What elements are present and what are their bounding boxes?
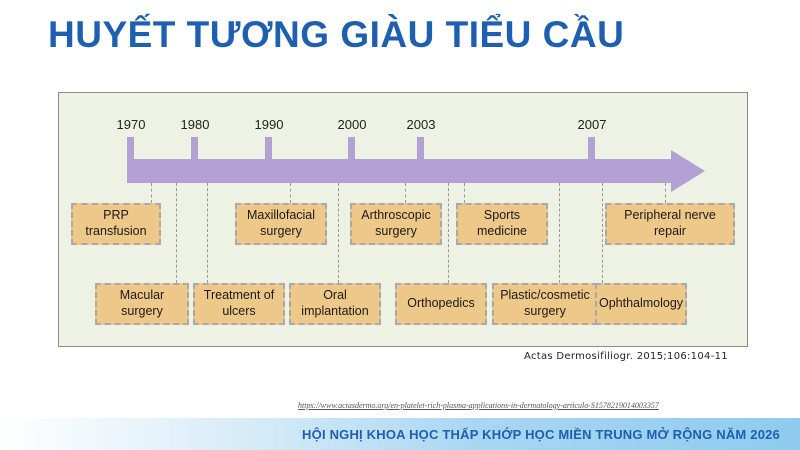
- figure-citation: Actas Dermosifiliogr. 2015;106:104-11: [524, 351, 728, 362]
- year-tick: [127, 137, 134, 161]
- connector: [464, 183, 465, 203]
- year-label: 1980: [180, 117, 210, 132]
- year-tick: [348, 137, 355, 161]
- event-prp-transfusion: PRP transfusion: [71, 203, 161, 245]
- connector: [559, 183, 560, 283]
- year-tick: [417, 137, 424, 161]
- event-arthroscopic-surgery: Arthroscopic surgery: [350, 203, 442, 245]
- event-maxillofacial-surgery: Maxillofacial surgery: [235, 203, 327, 245]
- event-treatment-of-ulcers: Treatment of ulcers: [193, 283, 285, 325]
- connector: [207, 183, 208, 283]
- event-orthopedics: Orthopedics: [395, 283, 487, 325]
- year-tick: [191, 137, 198, 161]
- timeline-arrow-shaft: [127, 159, 675, 183]
- connector: [176, 183, 177, 283]
- year-label: 2003: [406, 117, 436, 132]
- footer-banner: HỘI NGHỊ KHOA HỌC THẤP KHỚP HỌC MIỀN TRU…: [0, 418, 800, 450]
- connector: [665, 183, 666, 203]
- timeline-diagram: 1970 1980 1990 2000 2003 2007 PRP transf…: [58, 92, 748, 347]
- connector: [338, 183, 339, 283]
- event-oral-implantation: Oral implantation: [289, 283, 381, 325]
- timeline-arrowhead: [671, 150, 705, 192]
- year-tick: [265, 137, 272, 161]
- connector: [448, 183, 449, 283]
- event-peripheral-nerve-repair: Peripheral nerve repair: [605, 203, 735, 245]
- connector: [602, 183, 603, 283]
- year-label: 1990: [254, 117, 284, 132]
- event-plastic-cosmetic-surgery: Plastic/cosmetic surgery: [492, 283, 598, 325]
- event-macular-surgery: Macular surgery: [95, 283, 189, 325]
- year-tick: [588, 137, 595, 161]
- year-label: 1970: [116, 117, 146, 132]
- connector: [290, 183, 291, 203]
- footer-text: HỘI NGHỊ KHOA HỌC THẤP KHỚP HỌC MIỀN TRU…: [302, 427, 780, 442]
- year-label: 2007: [577, 117, 607, 132]
- slide-title: HUYẾT TƯƠNG GIÀU TIỂU CẦU: [48, 14, 625, 55]
- connector: [151, 183, 152, 203]
- event-sports-medicine: Sports medicine: [456, 203, 548, 245]
- connector: [405, 183, 406, 203]
- event-ophthalmology: Ophthalmology: [595, 283, 687, 325]
- year-label: 2000: [337, 117, 367, 132]
- source-link[interactable]: https://www.actasdermo.org/en-platelet-r…: [298, 401, 659, 410]
